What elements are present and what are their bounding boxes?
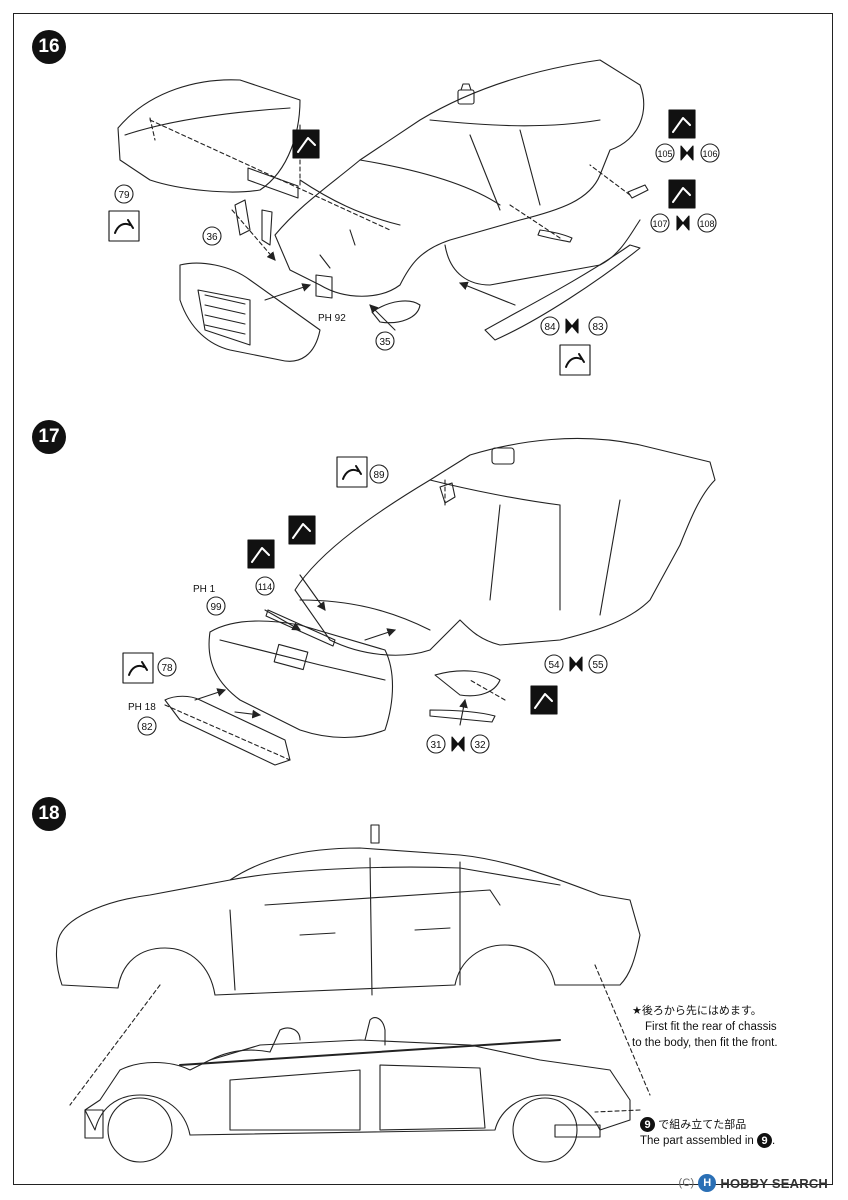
assembled-jp: で組み立てた部品 [658,1118,747,1131]
part-32-label: 32 [474,740,486,751]
cement-icon [668,179,696,209]
step-9-badge: 9 [640,1117,655,1133]
part-36-label: 36 [206,232,218,243]
car-body-step17 [294,437,716,656]
cement-icon [530,685,558,715]
cement-and-paint-icons [108,109,696,752]
assembled-en: The part assembled in [640,1135,754,1147]
part-114 [265,609,336,647]
ph-18-label: PH 18 [128,702,156,713]
step-17-drawing [164,437,716,766]
car-body-step18 [55,847,641,996]
pair-icon [680,145,694,161]
assembled-note: 9 で組み立てた部品 The part assembled in 9. [640,1117,830,1149]
note-japanese: ★後ろから先にはめます。 [632,1004,762,1017]
part-83-label: 83 [592,322,604,333]
part-31-32 [429,709,496,723]
part-84-label: 84 [544,322,556,333]
roof-light-step17 [491,447,515,465]
part-78-label: 78 [161,663,173,674]
fit-order-note: ★後ろから先にはめます。 First fit the rear of chass… [632,1003,827,1051]
part-107-label: 107 [652,219,667,229]
exhaust [554,1124,601,1138]
part-54-label: 54 [548,660,560,671]
cement-icon [288,515,316,545]
chassis-front-wheel [107,1097,173,1163]
step-16-drawing [117,59,649,362]
part-35 [371,300,421,324]
note-english-2: to the body, then fit the front. [632,1037,778,1049]
roof-light-step18 [370,824,380,844]
part-number-text: 79 36 35 84 83 105 106 107 108 89 99 114… [118,149,717,751]
part-105-106 [627,184,649,199]
plate-92 [315,274,333,299]
part-54-55 [434,670,501,697]
step-17-marker: 17 [32,420,66,454]
part-82-label: 82 [141,722,153,733]
watermark-copyright: (C) [678,1177,695,1189]
part-78-rear-bumper [208,620,394,739]
part-89-label: 89 [373,470,385,481]
part-105-label: 105 [657,149,672,159]
part-55-label: 55 [592,660,604,671]
part-79: 79 [118,190,130,201]
period: . [772,1135,776,1147]
part-35-label: 35 [379,337,391,348]
pair-icon [676,215,690,231]
part-106-label: 106 [702,149,717,159]
paint-icon [559,344,591,376]
part-36 [234,199,251,236]
ph-92-label: PH 92 [318,313,346,324]
front-bumper-step16 [179,262,321,362]
hobby-search-logo-icon: H [698,1174,717,1192]
cement-icon [668,109,696,139]
cement-icon [247,539,275,569]
part-108-label: 108 [699,219,714,229]
part-99-label: 99 [210,602,222,613]
car-body-step16 [274,59,645,297]
part-107-108 [537,229,573,243]
ph-labels: PH 92 PH 1 PH 18 [128,313,346,713]
part-84-83-side-skirt [484,244,641,341]
part-82-diffuser [164,695,291,766]
part-31-label: 31 [430,740,442,751]
page-border [13,13,833,1185]
chassis-rear-wheel [512,1097,578,1163]
chassis-interior [84,1039,631,1136]
pair-icon [569,656,583,672]
note-english-1: First fit the rear of chassis [645,1021,777,1033]
step-18-marker: 18 [32,797,66,831]
ph-1-label: PH 1 [193,584,216,595]
step-16-marker: 16 [32,30,66,64]
pair-icon [451,736,465,752]
license-plate-step16 [247,167,299,199]
paint-icon [108,210,140,242]
step-9-badge-2: 9 [757,1133,772,1149]
pair-icon [565,318,579,334]
watermark-text: HOBBY SEARCH [720,1175,828,1191]
watermark: (C) H HOBBY SEARCH [679,1174,829,1192]
part-114-label: 114 [258,582,272,592]
paint-icon [336,456,368,488]
part-number-labels [114,143,720,754]
part-89 [439,482,456,504]
paint-icon [122,652,154,684]
part-99-plate [273,643,309,671]
hood-part [117,79,301,193]
step-18-drawing [55,824,651,1163]
